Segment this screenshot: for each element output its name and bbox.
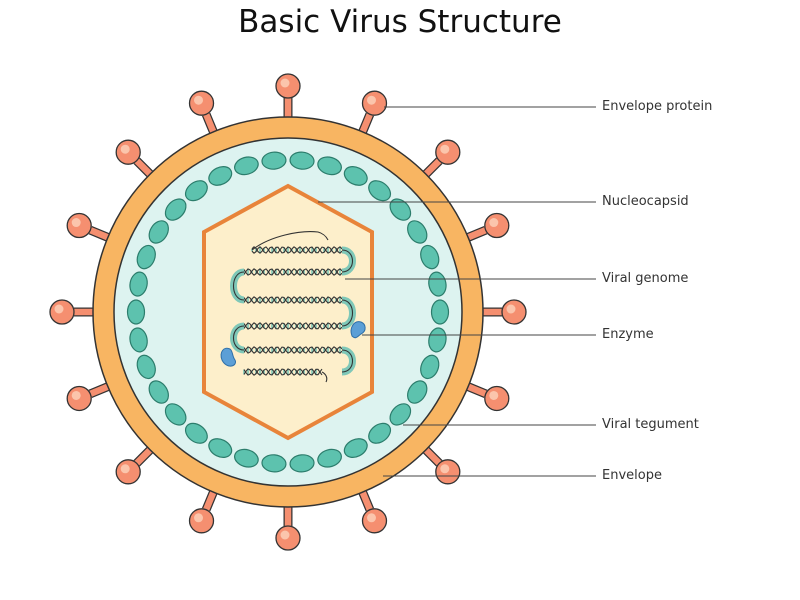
capsomere (148, 220, 169, 244)
envelope-protein (66, 380, 115, 412)
envelope-protein (461, 212, 510, 244)
envelope-protein (115, 139, 157, 181)
envelope-protein (461, 380, 510, 412)
capsomere (289, 151, 315, 170)
genome-segment (243, 322, 343, 330)
capsomere (164, 198, 187, 221)
capsomere (317, 156, 342, 176)
label-nucleocapsid: Nucleocapsid (602, 194, 689, 209)
capsomere (136, 244, 156, 270)
capsomere (430, 299, 450, 325)
capsomere (317, 448, 342, 468)
envelope-protein (275, 502, 301, 551)
label-viral-genome: Viral genome (602, 271, 689, 286)
capsomere (407, 380, 428, 404)
capsomere (368, 180, 392, 202)
capsomere (148, 380, 169, 404)
capsomere (136, 354, 156, 380)
enzyme-molecule (350, 321, 366, 339)
envelope-protein (478, 299, 527, 325)
capsomere (389, 403, 412, 426)
capsomere (420, 354, 440, 380)
capsomere (129, 327, 148, 353)
envelope-protein (115, 443, 157, 485)
capsomere (407, 220, 428, 244)
diagram-title: Basic Virus Structure (238, 4, 562, 40)
capsomere (234, 156, 259, 176)
capsomere (343, 438, 368, 458)
capsomere-ring (126, 151, 450, 473)
capsomere (208, 438, 233, 458)
capsomere (343, 166, 368, 186)
capsomere (126, 299, 146, 325)
capsomere (184, 180, 208, 202)
envelope-protein (356, 90, 388, 139)
capsomere (261, 151, 287, 170)
leader-lines (318, 106, 596, 477)
capsomere (184, 422, 208, 444)
capsomere (389, 198, 412, 221)
envelope-protein (419, 443, 461, 485)
envelope-protein (49, 299, 98, 325)
genome-segment (243, 346, 343, 354)
capsomere (368, 422, 392, 444)
envelope-protein (356, 485, 388, 534)
genome-end (251, 231, 329, 251)
label-envelope-protein: Envelope protein (602, 99, 713, 114)
nucleocapsid (202, 183, 374, 441)
enzyme-molecule (220, 347, 236, 367)
label-viral-tegument: Viral tegument (602, 417, 699, 432)
capsomere (420, 244, 440, 270)
label-envelope: Envelope (602, 468, 662, 483)
viral-genome (230, 231, 356, 383)
envelope-protein (66, 212, 115, 244)
genome-segment (243, 268, 343, 276)
genome-segment (243, 368, 323, 376)
capsomere (289, 454, 315, 473)
genome-end (321, 371, 328, 383)
capsomere (428, 271, 447, 297)
envelope-protein (275, 73, 301, 122)
capsomere (208, 166, 233, 186)
capsomere (261, 454, 287, 473)
genome-segment (251, 246, 343, 254)
envelope-protein (419, 139, 461, 181)
capsomere (428, 327, 447, 353)
capsomere (234, 448, 259, 468)
capsomere (164, 403, 187, 426)
capsomere (129, 271, 148, 297)
label-enzyme: Enzyme (602, 327, 654, 342)
envelope-protein (188, 90, 220, 139)
envelope-protein (188, 485, 220, 534)
